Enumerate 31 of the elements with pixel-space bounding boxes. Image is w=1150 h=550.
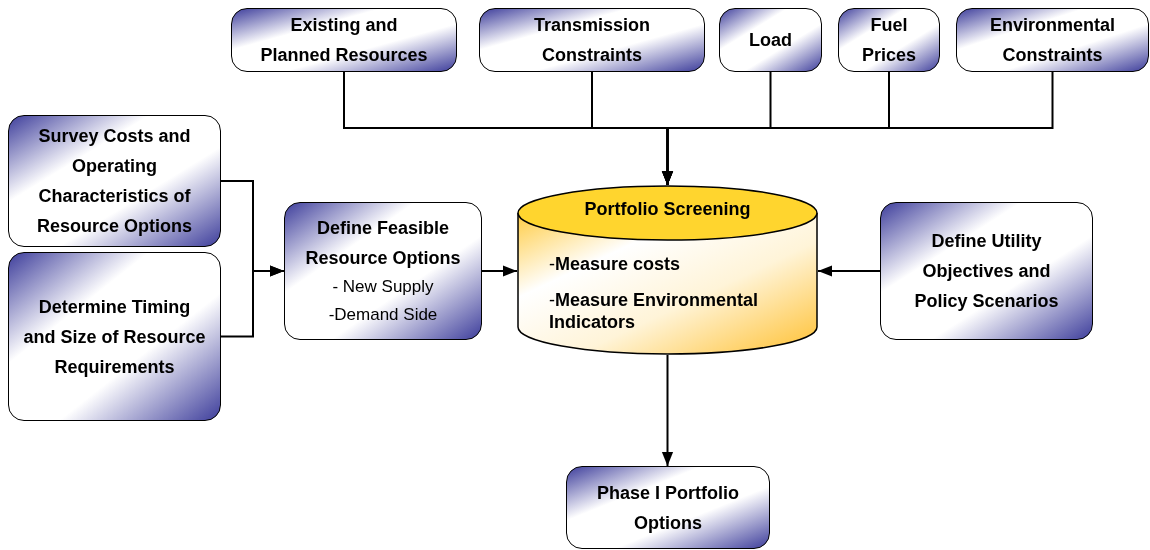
node-title: Portfolio Screening: [583, 198, 752, 221]
node-text: - New Supply: [332, 276, 434, 298]
process-box: [719, 8, 822, 72]
node-title: Phase I Portfolio Options: [596, 481, 740, 535]
process-box: [566, 466, 770, 549]
process-box: [8, 252, 221, 421]
node-text: -Measure Environmental Indicators: [548, 289, 760, 333]
node-title: Transmission Constraints: [532, 14, 651, 67]
arrow: [661, 354, 674, 467]
node-title: Environmental Constraints: [989, 14, 1116, 67]
process-box: [956, 8, 1149, 72]
arrow: [220, 265, 285, 338]
node-title: Define Feasible Resource Options: [304, 217, 462, 270]
node-title: Fuel Prices: [860, 14, 917, 67]
node-title: Survey Costs and Operating Characteristics of Resource Options: [36, 125, 193, 238]
node-text: -Measure costs: [548, 253, 682, 275]
arrow: [661, 71, 1054, 186]
arrow: [817, 265, 881, 277]
process-box: [880, 202, 1093, 340]
node-title: Existing and Planned Resources: [260, 14, 428, 67]
node-title: Determine Timing and Size of Resource Requirements: [22, 295, 207, 379]
process-box: [838, 8, 940, 72]
arrow: [481, 265, 518, 277]
process-box: [479, 8, 705, 72]
cylinder-node: [517, 185, 818, 355]
node-title: Define Utility Objectives and Policy Scenarios: [913, 230, 1060, 313]
node-text: -Demand Side: [328, 304, 438, 326]
process-box: [231, 8, 457, 72]
process-box: [8, 115, 221, 247]
node-title: Load: [749, 29, 792, 52]
process-box: [284, 202, 482, 340]
